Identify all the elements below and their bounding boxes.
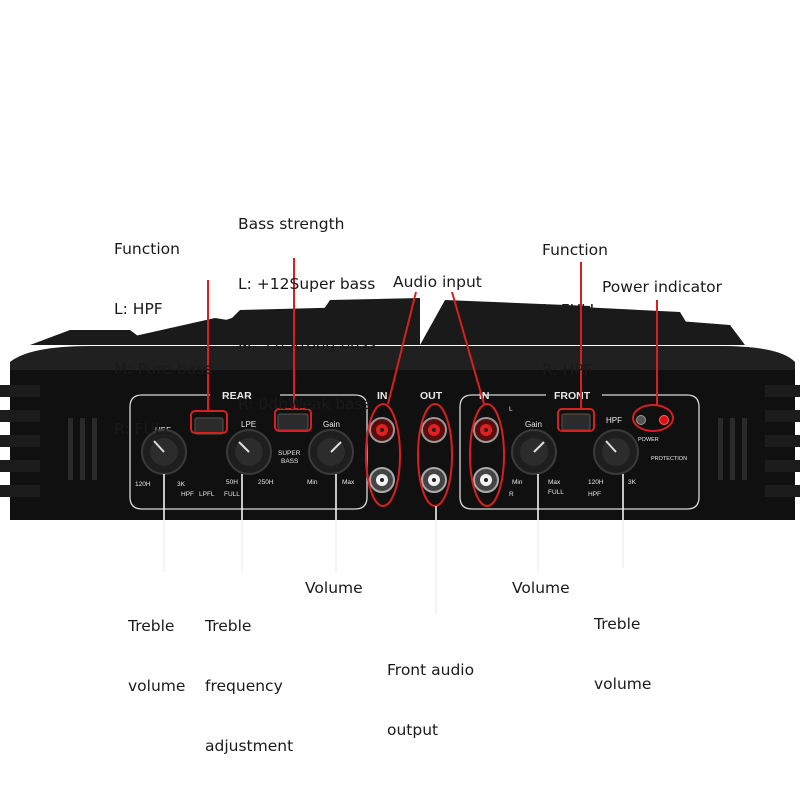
leader-lines-white [163,474,624,614]
leader-lines [207,258,658,411]
k50h-label: 50H [226,479,238,486]
panel-outline [129,394,700,510]
bass-strength-title: Bass strength [238,215,345,233]
bass-strength-line-1: L: +12Super bass [238,275,376,293]
front-audio-output-callout: Front audio output [387,620,474,760]
min-left-label: Min [307,479,318,486]
front-audio-output-line-2: output [387,721,439,739]
front-function-highlight [557,408,595,432]
knobs [141,429,639,475]
bass-strength-line-3: R: 0dbWeak bass [238,395,371,413]
rca-in-right-bottom[interactable] [473,467,499,493]
treble-volume-right-line-2: volume [594,675,652,693]
front-function-switch[interactable] [561,413,591,431]
input-right-highlight [469,403,505,507]
max-left-label: Max [342,479,355,486]
rca-out-bottom[interactable] [421,467,447,493]
front-gain-knob[interactable] [511,429,557,475]
function-rear-title: Function [114,240,180,258]
power-indicator-highlight [632,404,674,432]
power-label: POWER [638,437,659,443]
rear-label: REAR [222,390,252,402]
function-rear-line-1: L: HPF [114,300,163,318]
function-rear-line-2: M: Pure bass [114,360,213,378]
rca-out-top[interactable] [421,417,447,443]
power-led [636,415,646,425]
hpf-switch-left-label: HPF [181,491,194,498]
audio-input-callout: Audio input [393,273,482,291]
treble-frequency-line-1: Treble [205,617,252,635]
full-left-label: FULL [224,491,240,498]
bass-label: BASS [281,458,299,465]
volume-right-callout: Volume [512,579,570,597]
lpe-label: LPE [241,420,256,429]
k3k-right-label: 3K [628,479,637,486]
function-rear-line-3: R: FULL [114,420,172,438]
k120h-right-label: 120H [588,479,604,486]
rca-jacks [369,417,499,493]
in-right-label: IN [479,390,490,402]
lpfl-label: LPFL [199,491,215,498]
function-front-callout: Function L: FULL R: HPF [542,200,608,400]
gain-left-label: Gain [323,420,340,429]
gain-right-label: Gain [525,420,542,429]
treble-frequency-line-2: frequency [205,677,283,695]
bass-strength-callout: Bass strength L: +12Super bass M: +6Stro… [238,174,376,434]
treble-frequency-callout: Treble frequency adjustment [205,576,293,776]
function-front-line-2: R: HPF [542,361,593,379]
rca-in-right-top[interactable] [473,417,499,443]
highlights [190,403,674,507]
r-channel-label: R [509,491,514,498]
front-audio-output-line-1: Front audio [387,661,475,679]
bass-strength-line-2: M: +6Strong bass [238,335,376,353]
rca-in-left-bottom[interactable] [369,467,395,493]
treble-volume-left-callout: Treble volume [128,576,185,716]
treble-volume-left-line-1: Treble [128,617,175,635]
power-indicator-callout: Power indicator [602,278,723,296]
treble-volume-right-line-1: Treble [594,615,641,633]
treble-volume-left-line-2: volume [128,677,186,695]
k3k-left-label: 3K [177,481,186,488]
front-treble-knob[interactable] [593,429,639,475]
input-left-highlight [365,403,401,507]
hpf-switch-right-label: HPF [588,491,601,498]
super-label: SUPER [278,450,301,457]
treble-volume-right-callout: Treble volume [594,574,651,714]
in-left-label: IN [377,390,388,402]
rca-in-left-top[interactable] [369,417,395,443]
hpf-right-label: HPF [606,416,622,425]
function-rear-callout: Function L: HPF M: Pure bass R: FULL [114,199,212,459]
full-right-label: FULL [548,489,564,496]
protection-led [659,415,669,425]
min-right-label: Min [512,479,523,486]
protection-label: PROTECTION [651,456,687,462]
treble-frequency-line-3: adjustment [205,737,294,755]
switches [194,413,591,435]
leds [636,415,669,425]
output-highlight [417,403,453,507]
max-right-label: Max [548,479,561,486]
k250h-label: 250H [258,479,274,486]
treble-frequency-knob[interactable] [226,429,272,475]
rear-gain-knob[interactable] [308,429,354,475]
l-channel-label: L [509,406,513,413]
k120h-left-label: 120H [135,481,151,488]
function-front-line-1: L: FULL [542,301,599,319]
out-label: OUT [420,390,443,402]
volume-left-callout: Volume [305,579,363,597]
function-front-title: Function [542,241,608,259]
